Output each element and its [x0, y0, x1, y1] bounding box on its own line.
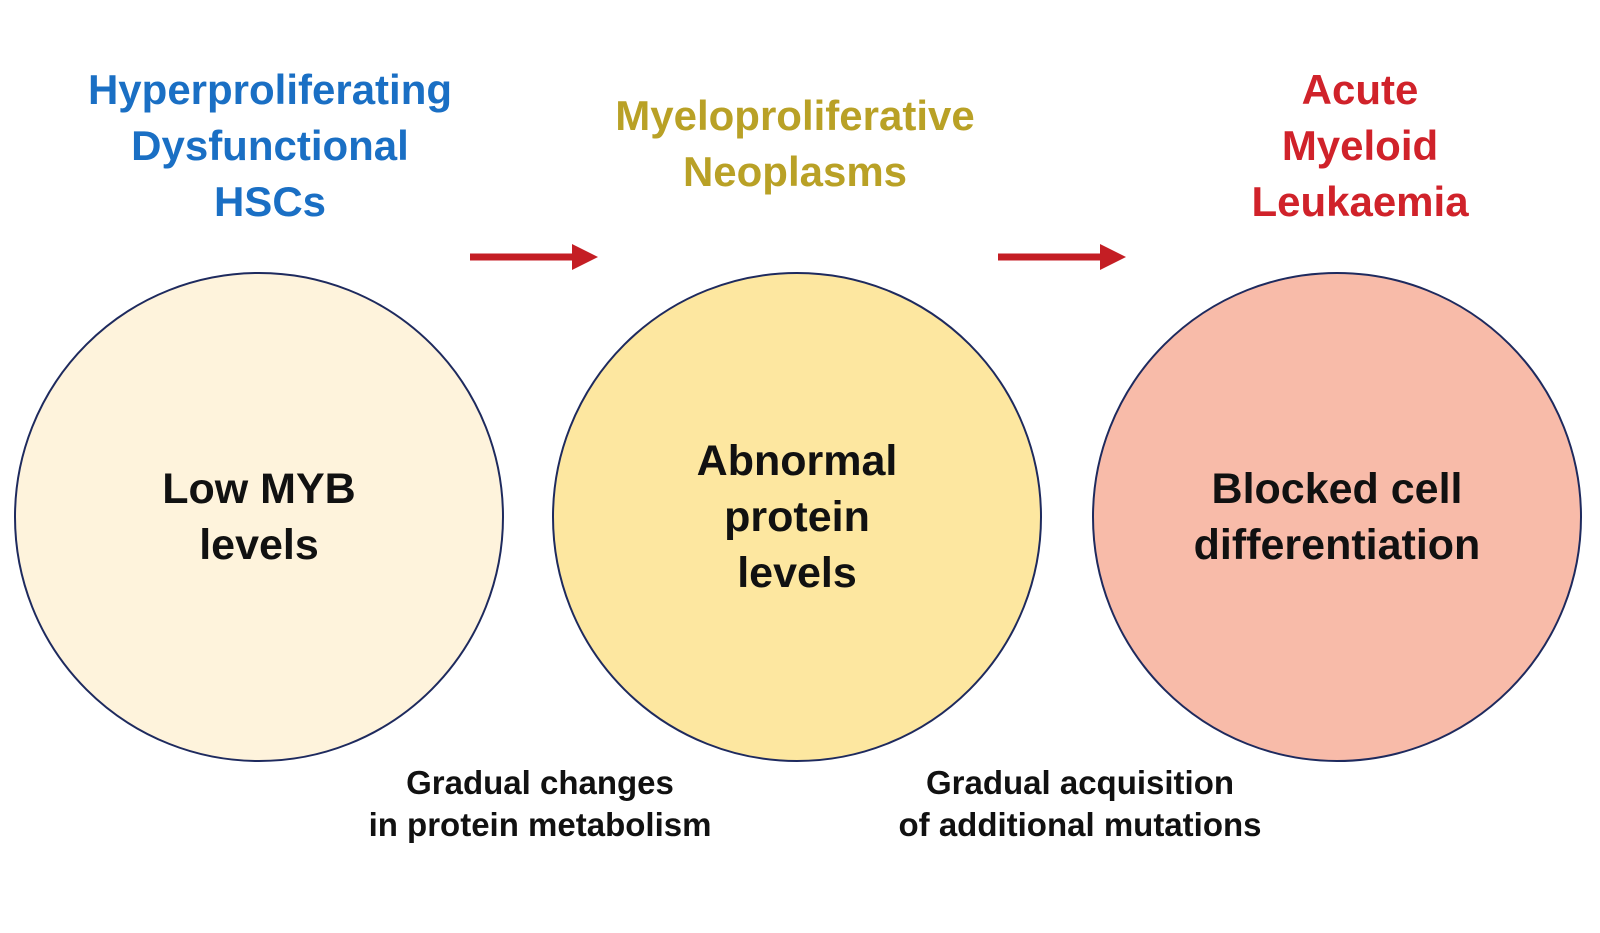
stage-1-circle-line: Low MYB [162, 465, 356, 513]
stage-2-heading-line: Neoplasms [682, 148, 908, 195]
arrow-right-icon [470, 242, 610, 272]
stage-2-circle-line: protein [724, 493, 870, 541]
stage-3-heading-line: Acute [1301, 66, 1419, 113]
transition-2-caption-line: Gradual acquisition [925, 764, 1235, 801]
stage-1-heading: Hyperproliferating Dysfunctional HSCs [40, 62, 500, 230]
stage-3-circle-line: Blocked cell [1211, 465, 1463, 513]
stage-2-circle-line: levels [737, 549, 857, 597]
stage-1-heading-line: Hyperproliferating [87, 66, 453, 113]
stage-3-heading-line: Leukaemia [1251, 178, 1469, 225]
stage-2-circle-text: Abnormal protein levels [697, 433, 898, 601]
stage-1-heading-line: HSCs [213, 178, 327, 225]
stage-2-heading-line: Myeloproliferative [615, 92, 975, 139]
stage-3-circle: Blocked cell differentiation [1092, 272, 1582, 762]
transition-1-caption-line: in protein metabolism [368, 806, 712, 843]
stage-1-circle-line: levels [199, 521, 319, 569]
stage-3-heading: Acute Myeloid Leukaemia [1130, 62, 1590, 230]
stage-1-heading-line: Dysfunctional [131, 122, 409, 169]
transition-2-caption: Gradual acquisition of additional mutati… [860, 762, 1300, 846]
transition-1-caption-line: Gradual changes [406, 764, 674, 801]
stage-3-circle-text: Blocked cell differentiation [1194, 461, 1481, 573]
transition-1-caption: Gradual changes in protein metabolism [330, 762, 750, 846]
arrow-right-icon [998, 242, 1138, 272]
transition-2-caption-line: of additional mutations [898, 806, 1262, 843]
stage-3-circle-line: differentiation [1193, 521, 1481, 569]
stage-1-circle-text: Low MYB levels [162, 461, 355, 573]
stage-3-heading-line: Myeloid [1281, 122, 1439, 169]
stage-2-heading: Myeloproliferative Neoplasms [560, 88, 1030, 200]
stage-1-circle: Low MYB levels [14, 272, 504, 762]
stage-2-circle-line: Abnormal [696, 437, 898, 485]
stage-2-circle: Abnormal protein levels [552, 272, 1042, 762]
